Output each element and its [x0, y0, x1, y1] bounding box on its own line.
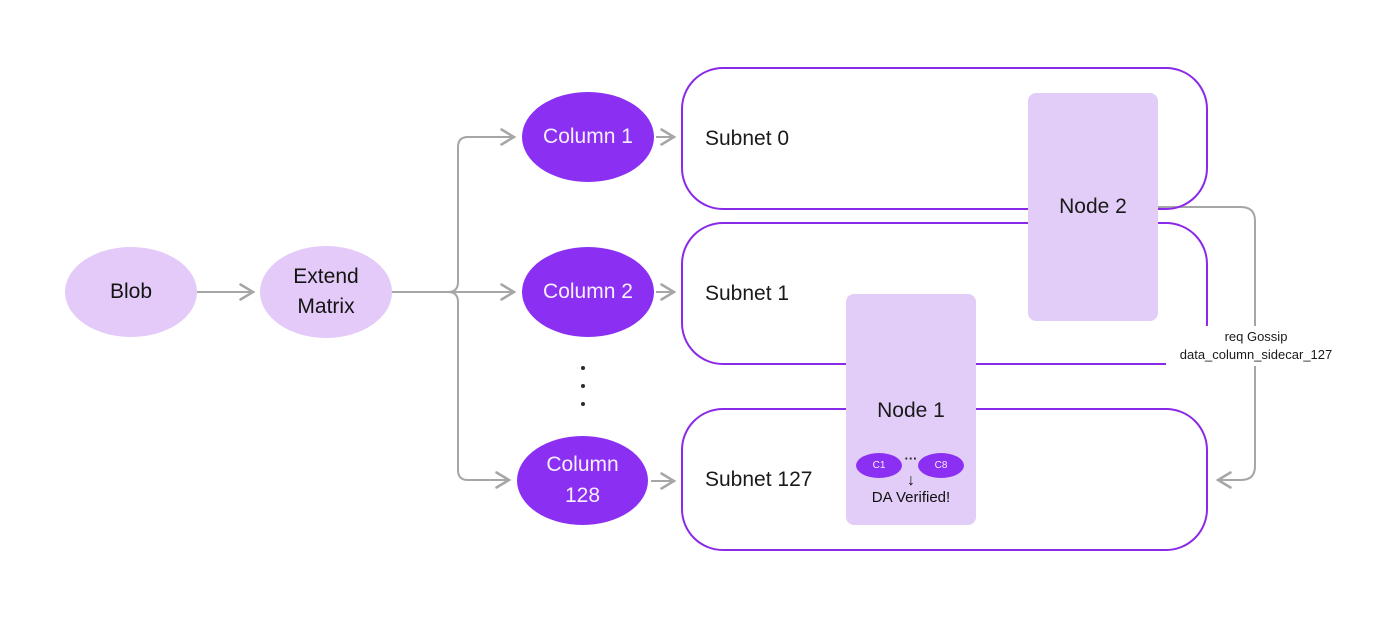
column-1-node: Column 1 — [522, 92, 654, 182]
down-arrow-icon: ↓ — [907, 472, 915, 489]
blob-node: Blob — [65, 247, 197, 337]
cell-c8: C8 — [918, 453, 964, 478]
column-ellipsis-dot — [581, 402, 585, 406]
subnet-127-label: Subnet 127 — [705, 467, 813, 491]
column-2-label: Column 2 — [543, 279, 633, 303]
node-1-rect: Node 1 C1 ··· C8 ↓ DA Verified! — [846, 294, 976, 525]
column-128-label: Column 128 — [546, 453, 619, 507]
req-gossip-line2: data_column_sidecar_127 — [1179, 347, 1333, 362]
subnet-0-label: Subnet 0 — [705, 126, 790, 150]
node-2-rect: Node 2 — [1028, 93, 1158, 321]
node-1-label: Node 1 — [877, 399, 945, 422]
node-2-label: Node 2 — [1059, 195, 1127, 218]
column-2-node: Column 2 — [522, 247, 654, 337]
subnet-1-label: Subnet 1 — [705, 281, 790, 305]
column-ellipsis-dot — [581, 366, 585, 370]
subnet-0-box: Subnet 0 — [681, 67, 1208, 210]
da-verified-status: DA Verified! — [871, 489, 951, 506]
node-1-column-cells: C1 ··· C8 — [846, 451, 976, 478]
blob-label: Blob — [109, 279, 153, 303]
req-gossip-line1: req Gossip — [1224, 329, 1288, 344]
cell-c1: C1 — [856, 453, 902, 478]
req-gossip-label: req Gossip data_column_sidecar_127 — [1166, 326, 1346, 366]
column-ellipsis-dot — [581, 384, 585, 388]
column-128-node: Column 128 — [517, 436, 648, 525]
cells-ellipsis: ··· — [904, 451, 918, 466]
column-1-label: Column 1 — [543, 124, 633, 148]
extend-matrix-label: Extend Matrix — [293, 264, 359, 318]
extend-matrix-node: Extend Matrix — [260, 246, 392, 338]
connector-branch-to-column128 — [447, 291, 512, 489]
connector-branch-to-column1 — [447, 128, 517, 293]
